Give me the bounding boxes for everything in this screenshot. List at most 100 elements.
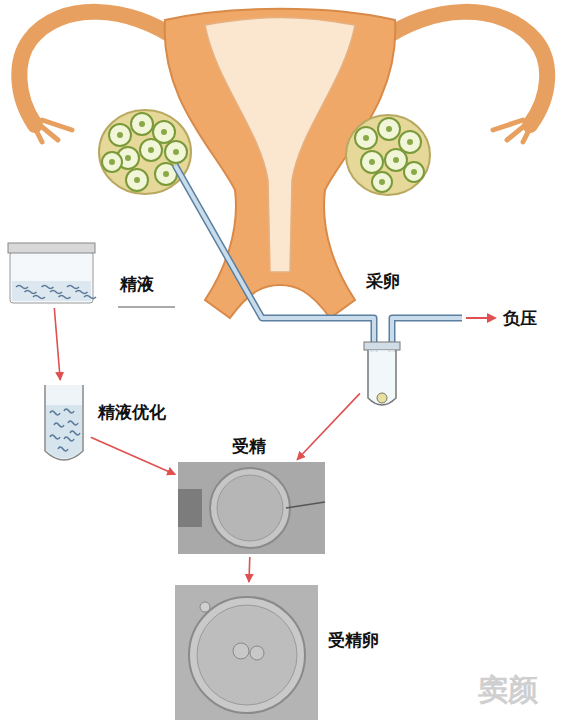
follicle: [404, 162, 424, 182]
sperm-cell: [50, 291, 62, 294]
follicle: [355, 127, 377, 149]
oocyte: [148, 147, 154, 153]
oocyte: [407, 139, 413, 145]
sperm-cell: [68, 421, 78, 425]
sperm-cell: [50, 435, 60, 439]
sperm-cell: [76, 291, 88, 294]
egg-zona: [210, 468, 290, 548]
oocytes: [363, 126, 417, 185]
tube-egg-node: 采卵: [362, 328, 402, 412]
follicle: [372, 172, 392, 192]
jar-shape: [8, 243, 95, 305]
fallopian-tube: [19, 12, 178, 125]
oocyte: [386, 126, 392, 132]
sperm-cell: [16, 286, 28, 289]
flow-arrow: [248, 557, 250, 582]
follicle: [378, 118, 400, 140]
oocyte: [161, 129, 167, 135]
test-tube: [45, 385, 83, 460]
oocyte: [117, 132, 123, 138]
follicle: [131, 113, 153, 135]
egg-cytoplasm: [217, 475, 283, 541]
oocytes: [109, 121, 179, 183]
oocyte: [163, 171, 169, 177]
sperm-cell: [54, 423, 64, 427]
oocyte: [363, 135, 369, 141]
suction-arrow: [466, 317, 490, 319]
watermark: 窦颜: [478, 670, 538, 711]
flow-arrow: [91, 437, 176, 474]
follicle: [165, 141, 187, 163]
underline: [118, 307, 175, 308]
node-label: 受精卵: [328, 629, 379, 652]
ovary: [346, 115, 430, 195]
catheter: [175, 165, 374, 352]
catheter-outline: [175, 165, 374, 352]
zygote-zona: [189, 597, 305, 713]
suction-tube: [392, 318, 462, 352]
oocyte: [411, 169, 417, 175]
oocyte: [173, 149, 179, 155]
sperm-cell: [25, 291, 37, 294]
oocyte: [125, 155, 131, 161]
pressure-label: 负压: [503, 307, 537, 330]
sperm-cell: [42, 286, 54, 289]
jar-liquid: [12, 281, 91, 301]
holding-pipette: [178, 489, 202, 527]
micrograph: [178, 462, 325, 554]
jar-node: 精液: [8, 243, 95, 305]
sperm-cell: [70, 431, 80, 435]
oocyte: [134, 177, 140, 183]
collection-tube: [368, 350, 396, 405]
oocyte: [393, 157, 399, 163]
sperm-cell: [64, 437, 74, 441]
sperm-cell: [59, 296, 71, 299]
tube-egg-shape: [362, 328, 402, 412]
oocyte: [369, 159, 375, 165]
node-label: 受精: [232, 435, 266, 458]
pronucleus: [250, 646, 264, 660]
tube-sperm-node: 精液优化: [40, 383, 88, 468]
follicles: [355, 118, 424, 192]
injection-needle: [286, 502, 325, 508]
flow-arrow: [297, 393, 360, 459]
oocyte: [379, 179, 385, 185]
fallopian-tube: [382, 12, 547, 125]
follicle: [102, 152, 122, 172]
jar-lid: [8, 243, 95, 253]
photo-fert-shape: [178, 462, 325, 554]
sperm-cell: [50, 411, 60, 415]
suction-tube-outline: [392, 318, 462, 352]
suction-arrowhead: [487, 313, 497, 323]
oocyte: [109, 159, 115, 165]
photo-fert-node: 受精: [178, 462, 325, 554]
follicle: [140, 139, 162, 161]
flow-arrow: [54, 308, 60, 380]
follicle: [385, 149, 407, 171]
polar-body: [200, 602, 210, 612]
zygote-cytoplasm: [197, 605, 297, 705]
follicle: [126, 169, 148, 191]
ovary: [99, 110, 191, 194]
uterine-cavity: [205, 18, 355, 273]
sperm-cell: [84, 296, 96, 299]
node-label: 精液: [120, 273, 154, 296]
sperm-cell: [67, 286, 79, 289]
tube-liquid: [46, 405, 82, 459]
uterus: [165, 9, 396, 318]
sperm-cell: [64, 409, 74, 413]
follicle: [109, 124, 131, 146]
tube-sperm-shape: [40, 383, 88, 468]
sperm-cell: [58, 447, 68, 451]
node-label: 精液优化: [98, 401, 166, 424]
photo-zygote-shape: [175, 585, 318, 720]
tube-cap: [364, 342, 400, 350]
follicle: [361, 151, 383, 173]
node-label: 采卵: [366, 270, 400, 293]
micrograph: [175, 585, 318, 720]
oocyte: [139, 121, 145, 127]
sperm-cell: [33, 296, 45, 299]
collected-egg: [377, 393, 387, 403]
follicles: [102, 113, 187, 191]
